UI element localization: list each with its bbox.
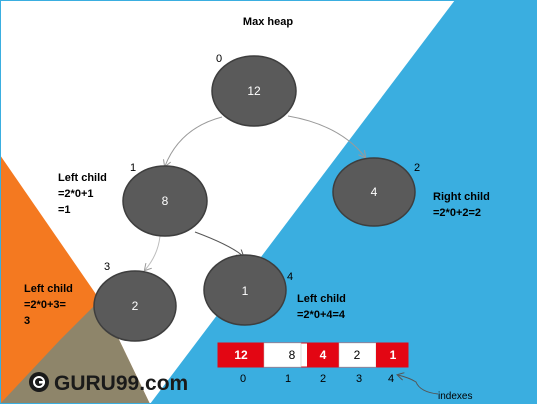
heap-node-3: 2 3 [93,261,177,342]
node-value: 12 [247,84,261,98]
annotation-left-child-4: Left child =2*0+4=4 [297,293,346,321]
array-cell-2 [307,343,339,367]
node-value: 4 [371,185,378,199]
diagram-title: Max heap [243,16,293,28]
edge-0-2 [287,115,365,157]
svg-text:=2*0+2=2: =2*0+2=2 [433,207,481,219]
node-value: 2 [132,299,139,313]
heap-node-2: 4 2 [332,157,420,227]
array-index: 4 [388,373,394,385]
array-cell-value: 1 [390,348,397,362]
heap-node-0: 12 0 [211,53,297,127]
svg-text:=2*0+3=: =2*0+3= [24,299,66,311]
node-index: 1 [130,162,136,174]
annotation-right-child-2: Right child =2*0+2=2 [433,191,490,219]
array-cell-4 [376,343,408,367]
node-index: 3 [104,261,110,273]
array-cell-value: 2 [354,348,361,362]
annotation-left-child-3: Left child =2*0+3= 3 [24,283,73,327]
array-index: 1 [285,373,291,385]
edge-1-3 [145,235,161,270]
heap-array: 12 8 4 2 1 0 1 2 3 4 [217,342,409,385]
array-cell-value: 4 [320,348,327,362]
array-cell-0 [218,343,264,367]
svg-text:Left child: Left child [24,283,73,295]
node-index: 0 [216,53,222,65]
array-cell-value: 8 [289,348,296,362]
svg-text:=1: =1 [58,204,71,216]
heap-node-1: 8 1 [122,162,208,237]
brand-text: GURU99.com [54,372,188,395]
guru99-logo-icon [29,372,49,392]
array-index: 2 [320,373,326,385]
array-cell-value: 12 [234,348,248,362]
edge-1-4 [194,231,243,256]
indexes-pointer-arrow [398,375,439,395]
svg-text:Left child: Left child [297,293,346,305]
svg-text:Right child: Right child [433,191,490,203]
array-cell-1 [263,342,302,368]
node-index: 2 [414,162,420,174]
heap-node-4: 1 4 [203,254,293,326]
svg-text:=2*0+4=4: =2*0+4=4 [297,309,346,321]
node-value: 8 [162,194,169,208]
array-index: 3 [356,373,362,385]
svg-text:=2*0+1: =2*0+1 [58,188,93,200]
node-value: 1 [242,284,249,298]
array-index: 0 [240,373,246,385]
svg-text:3: 3 [24,315,30,327]
indexes-label: indexes [438,391,472,402]
node-index: 4 [287,271,293,283]
array-cell-3 [338,342,377,368]
svg-text:Left child: Left child [58,172,107,184]
annotation-left-child-1: Left child =2*0+1 =1 [58,172,107,216]
edge-0-1 [165,116,223,166]
